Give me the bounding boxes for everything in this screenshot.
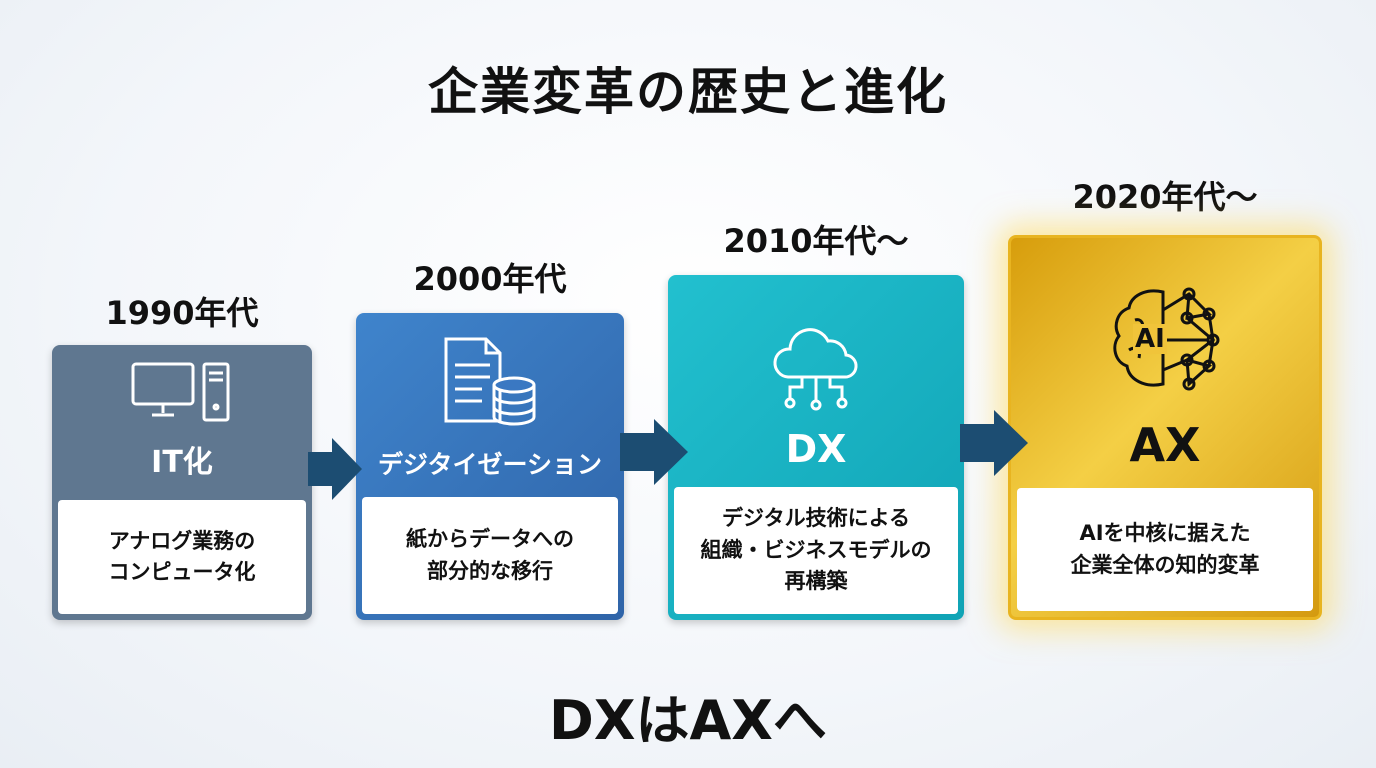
stage-desc-line: デジタル技術による: [722, 506, 910, 531]
footer-slogan: DXはAXへ: [549, 689, 827, 752]
stage-card-ax: AI AX AIを中核に据えた企業全体の知的変革: [1008, 235, 1322, 620]
arrow-icon: [960, 410, 1028, 476]
stage-label: IT化: [151, 445, 213, 480]
stage-label: DX: [785, 427, 847, 471]
stage-card-digitization: デジタイゼーション 紙からデータへの部分的な移行: [356, 313, 624, 620]
stage-desc-line: コンピュータ化: [108, 560, 256, 584]
year-label-1990s: 1990年代: [105, 294, 259, 332]
year-label-2020s: 2020年代〜: [1072, 178, 1258, 216]
stage-label: デジタイゼーション: [377, 450, 602, 479]
ai-icon-text: AI: [1133, 324, 1167, 354]
arrow-icon: [620, 419, 688, 485]
document-database-icon: [444, 337, 536, 426]
stage-desc-line: 部分的な移行: [427, 558, 553, 583]
stage-desc-line: 紙からデータへの: [406, 527, 574, 551]
stage-desc-line: 再構築: [784, 569, 848, 594]
stage-desc-line: アナログ業務の: [108, 528, 256, 553]
stage-label: AX: [1129, 418, 1201, 472]
stage-card-it: IT化 アナログ業務のコンピュータ化: [52, 345, 312, 620]
stage-desc-line: 企業全体の知的変革: [1070, 552, 1260, 577]
year-label-2010s: 2010年代〜: [723, 222, 909, 260]
stage-desc-line: 組織・ビジネスモデルの: [700, 537, 932, 562]
ai-brain-icon: AI: [1105, 280, 1225, 400]
year-label-2000s: 2000年代: [413, 260, 567, 298]
stage-desc-line: AIを中核に据えた: [1079, 521, 1251, 545]
arrow-icon: [308, 438, 362, 500]
computer-icon: [131, 362, 230, 422]
stage-card-dx: DX デジタル技術による組織・ビジネスモデルの再構築: [668, 275, 964, 620]
page-title: 企業変革の歴史と進化: [428, 63, 948, 121]
cloud-network-icon: [773, 328, 858, 411]
